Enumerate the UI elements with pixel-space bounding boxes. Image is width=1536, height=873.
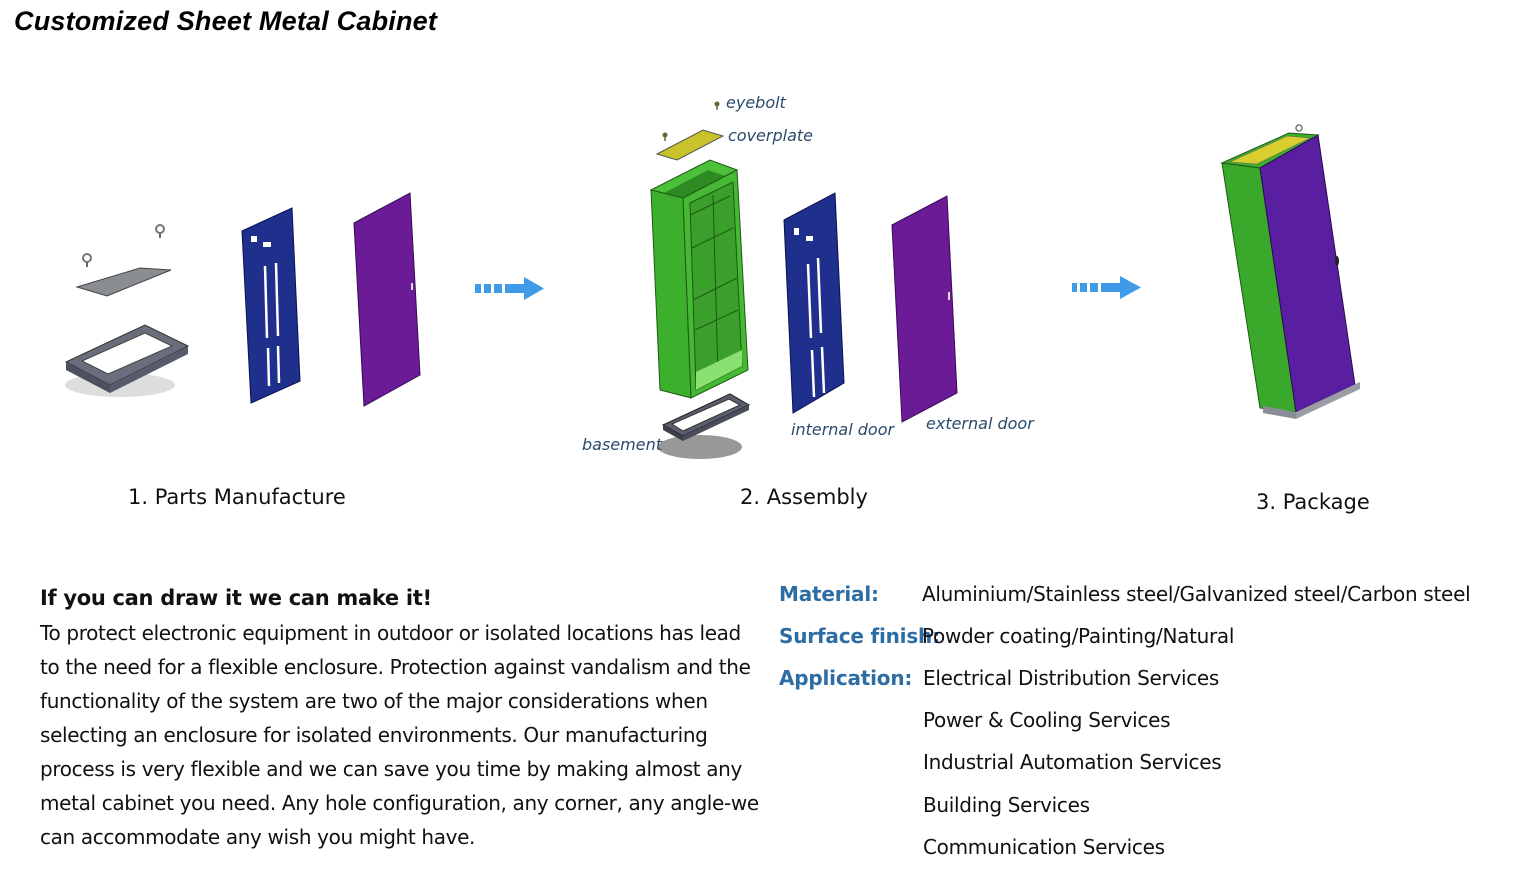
spec-value-application: Industrial Automation Services — [923, 750, 1222, 774]
step-label-assembly: 2. Assembly — [740, 485, 868, 509]
spec-value-surface-finish: Powder coating/Painting/Natural — [922, 624, 1235, 648]
spec-value-material: Aluminium/Stainless steel/Galvanized ste… — [922, 582, 1471, 606]
cabinet-icon — [1220, 124, 1360, 419]
eyebolt-icon — [714, 101, 720, 110]
parts-illustration — [64, 101, 1360, 459]
spec-value-application: Building Services — [923, 793, 1090, 817]
callout-eyebolt: eyebolt — [726, 93, 786, 112]
page-title: Customized Sheet Metal Cabinet — [14, 6, 438, 36]
spec-value-application: Power & Cooling Services — [923, 708, 1171, 732]
coverplate-icon — [655, 129, 725, 161]
external-door-icon — [891, 195, 958, 423]
eyebolt-icon — [662, 132, 668, 141]
cabinet-icon — [649, 159, 749, 399]
spec-value-application: Communication Services — [923, 835, 1165, 859]
spec-key-application: Application: — [779, 666, 913, 690]
description-line: metal cabinet you need. Any hole configu… — [40, 791, 759, 815]
callout-external-door: external door — [926, 414, 1034, 433]
description-line: can accommodate any wish you might have. — [40, 825, 476, 849]
description-line: process is very flexible and we can save… — [40, 757, 742, 781]
spec-key-material: Material: — [779, 582, 879, 606]
callout-internal-door: internal door — [791, 420, 895, 439]
eyebolt-icon — [82, 253, 92, 267]
description-line: To protect electronic equipment in outdo… — [40, 621, 741, 645]
eyebolt-icon — [155, 224, 165, 238]
coverplate-icon — [75, 267, 172, 297]
base-frame-icon — [64, 324, 190, 397]
callout-coverplate: coverplate — [728, 126, 813, 145]
spec-value-application: Electrical Distribution Services — [923, 666, 1220, 690]
step-label-parts-manufacture: 1. Parts Manufacture — [128, 485, 346, 509]
description-line: to the need for a flexible enclosure. Pr… — [40, 655, 751, 679]
step-label-package: 3. Package — [1256, 490, 1370, 514]
internal-door-icon — [241, 207, 301, 404]
arrow-right-icon — [475, 277, 544, 300]
spec-key-surface-finish: Surface finish: — [779, 624, 940, 648]
description-line: selecting an enclosure for isolated envi… — [40, 723, 708, 747]
tagline: If you can draw it we can make it! — [40, 586, 432, 610]
callout-basement: basement — [582, 435, 662, 454]
base-frame-icon — [658, 393, 751, 459]
arrow-right-icon — [1072, 276, 1141, 299]
external-door-icon — [353, 192, 421, 407]
internal-door-icon — [783, 192, 845, 414]
description-line: functionality of the system are two of t… — [40, 689, 708, 713]
